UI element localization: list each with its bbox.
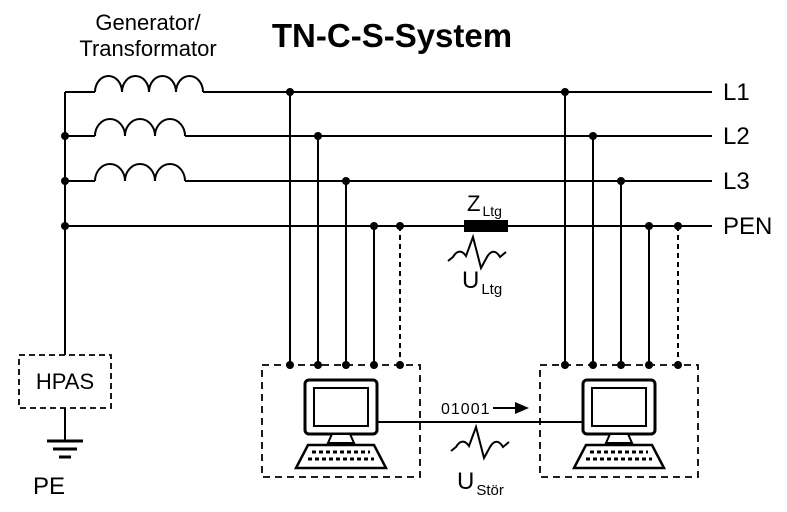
coil-l1-icon: [94, 75, 204, 93]
coil-l3-icon: [94, 163, 186, 182]
junction-dot: [342, 177, 350, 185]
keyboard: [571, 443, 667, 470]
junction-dots: [61, 88, 682, 369]
line-voltage-symbol: U: [462, 267, 479, 294]
keyboard: [293, 443, 389, 470]
impedance-symbol: Z: [467, 191, 480, 216]
computer-icon-2: [571, 378, 667, 470]
junction-dot: [314, 132, 322, 140]
monitor-stand: [604, 433, 634, 444]
junction-dot: [314, 361, 322, 369]
bus-label-l3: L3: [723, 168, 750, 195]
monitor-stand: [326, 433, 356, 444]
junction-dot: [370, 222, 378, 230]
ground-icon: [47, 439, 83, 459]
impedance-bar-icon: [464, 220, 508, 232]
data-arrow-head-icon: [515, 402, 529, 414]
junction-dot: [286, 88, 294, 96]
junction-dot: [61, 222, 69, 230]
interference-voltage-subscript: Stör: [476, 482, 504, 499]
bus-label-pen: PEN: [723, 213, 772, 240]
junction-dot: [61, 132, 69, 140]
junction-dot: [645, 222, 653, 230]
surge-waveform-stoer-icon: [450, 423, 510, 461]
equipment-box-1: [261, 364, 421, 478]
impedance-subscript: Ltg: [482, 203, 501, 219]
junction-dot: [396, 222, 404, 230]
hpas-label: HPAS: [36, 369, 94, 394]
signal-bits-label: 01001: [441, 401, 491, 418]
line-voltage-subscript: Ltg: [481, 281, 502, 298]
pe-label: PE: [33, 473, 65, 500]
junction-dot: [61, 177, 69, 185]
junction-dot: [589, 132, 597, 140]
surge-waveform-ltg-icon: [447, 233, 507, 271]
interference-voltage-symbol: U: [457, 468, 474, 495]
generator-label-line2: Transformator: [79, 36, 216, 61]
bus-label-l2: L2: [723, 123, 750, 150]
generator-label-line1: Generator/: [95, 10, 201, 35]
junction-dot: [561, 88, 569, 96]
junction-dot: [674, 222, 682, 230]
coil-l2-icon: [94, 118, 186, 137]
monitor-screen: [591, 387, 647, 427]
monitor-screen: [313, 387, 369, 427]
junction-dot: [617, 361, 625, 369]
page-title: TN-C-S-System: [272, 17, 512, 54]
junction-dot: [617, 177, 625, 185]
computer-icon-1: [293, 378, 389, 470]
bus-label-l1: L1: [723, 79, 750, 106]
